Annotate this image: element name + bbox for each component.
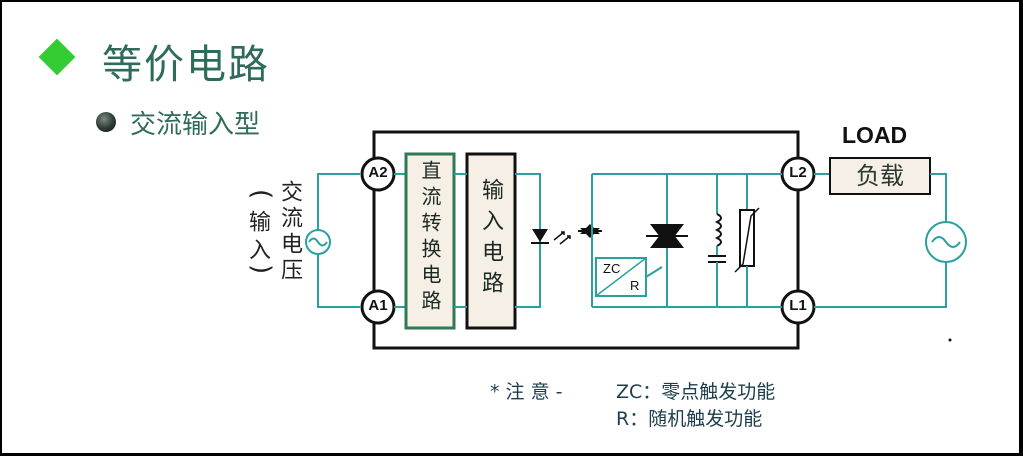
terminal-a1-label: A1	[368, 297, 388, 314]
input-wire-top	[317, 173, 360, 230]
zc-label: ZC	[603, 261, 621, 276]
round-bullet-icon	[96, 112, 116, 132]
input-circuit-label: 输入电路	[478, 178, 503, 302]
dc-conversion-box	[404, 152, 456, 330]
input-paren-label: 输入	[245, 210, 270, 266]
note-prefix: * 注 意 -	[490, 381, 563, 403]
led-icon	[532, 229, 548, 242]
dc-conversion-label: 直流转换电路	[418, 160, 442, 316]
terminal-l2-label: L2	[789, 164, 807, 181]
close-paren: )	[246, 264, 276, 275]
input-wire-bottom	[317, 254, 360, 308]
terminal-l1-label: L1	[789, 297, 807, 314]
load-label: 负载	[856, 162, 904, 190]
load-title: LOAD	[842, 122, 908, 148]
open-paren: (	[246, 189, 276, 200]
load-box	[829, 157, 931, 195]
note-zc-line: ZC：零点触发功能	[616, 381, 776, 403]
note-r-line: R：随机触发功能	[616, 408, 763, 430]
terminal-a2-label: A2	[368, 164, 388, 181]
r-label: R	[630, 278, 640, 293]
page-title: 等价电路	[102, 42, 270, 88]
input-circuit-box	[465, 152, 517, 330]
inductor-icon	[714, 213, 722, 247]
light-arrow-icon	[553, 231, 565, 241]
input-voltage-label: 交流电压	[277, 180, 302, 284]
module-outline	[372, 130, 800, 350]
load-sine-icon	[931, 236, 961, 248]
page-subtitle: 交流输入型	[130, 110, 261, 140]
input-sine-icon	[308, 237, 328, 247]
